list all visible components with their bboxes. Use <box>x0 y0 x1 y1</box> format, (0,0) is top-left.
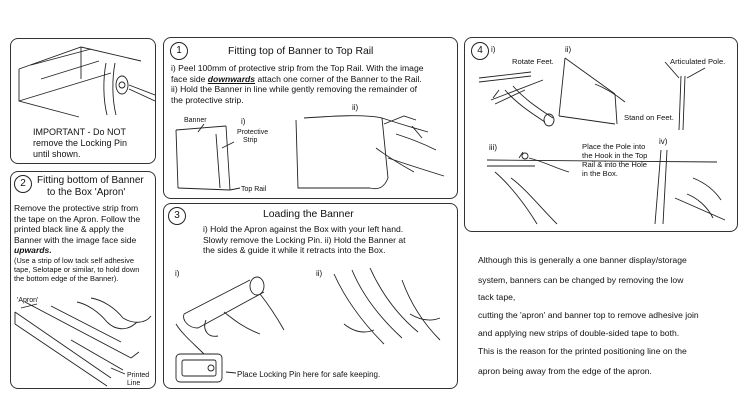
note-line-3: tack tape, <box>478 292 516 302</box>
step-3-line-2: Slowly remove the Locking Pin. ii) Hold … <box>203 234 406 245</box>
label-rotate-feet: Rotate Feet. <box>512 57 554 66</box>
step-1-line-1: i) Peel 100mm of protective strip from t… <box>171 63 424 73</box>
step-2-line-3: printed black line & apply the <box>14 224 124 234</box>
step-2-small-1: (Use a strip of low tack self adhesive <box>14 256 134 265</box>
note-line-5: and applying new strips of double-sided … <box>478 328 680 338</box>
important-line-1: IMPORTANT - Do NOT <box>33 127 127 137</box>
step-1-line-4: the protective strip. <box>171 94 244 105</box>
label-place-2: the Hook in the Top <box>582 151 648 160</box>
label-step-1-i: i) <box>241 117 246 126</box>
panel-step-4: 4 i) Rotate Feet. ii) Articulated Pole. … <box>464 37 738 232</box>
label-protective: Protective <box>237 129 269 136</box>
step-3-title: Loading the Banner <box>263 209 354 220</box>
label-top-rail: Top Rail <box>241 186 267 193</box>
label-apron: 'Apron' <box>17 297 39 304</box>
step-number-2: 2 <box>14 175 32 193</box>
note-line-4: cutting the 'apron' and banner top to re… <box>478 310 699 320</box>
label-step-4-iv: iv) <box>659 137 668 146</box>
step-1-line-3: ii) Hold the Banner in line while gently… <box>171 84 418 94</box>
step-2-emphasis: upwards. <box>14 245 52 255</box>
important-line-3: until shown. <box>33 149 81 159</box>
important-line-2: remove the Locking Pin <box>33 138 128 148</box>
label-place-4: in the Box. <box>582 169 618 178</box>
step-1-line-2: face side downwards attach one corner of… <box>171 73 422 84</box>
label-step-3-ii: ii) <box>316 269 323 278</box>
label-stand-on-feet: Stand on Feet. <box>624 113 674 122</box>
note-line-6: This is the reason for the printed posit… <box>478 346 687 356</box>
step-number-3: 3 <box>168 207 186 225</box>
label-printed: Printed <box>127 372 150 379</box>
label-articulated-pole: Articulated Pole. <box>670 57 726 66</box>
note-line-7: apron being away from the edge of the ap… <box>478 366 652 376</box>
banner-box-illustration <box>18 46 155 118</box>
step-2-line-2: the tape on the Apron. Follow the <box>14 213 141 224</box>
label-strip: Strip <box>243 137 258 144</box>
label-line: Line <box>127 380 141 387</box>
label-step-4-iii: iii) <box>489 143 497 152</box>
step-2-line-4: Banner with the image face side <box>14 234 137 245</box>
label-step-4-i: i) <box>491 45 496 54</box>
step-3-line-3: the sides & guide it while it retracts i… <box>203 245 386 255</box>
label-step-1-ii: ii) <box>352 103 359 112</box>
step-3-illustration <box>175 267 441 383</box>
step-2-title-line-2: to the Box 'Apron' <box>47 187 126 198</box>
label-place-3: Rail & into the Hole <box>582 160 648 169</box>
step-2-line-1: Remove the protective strip from <box>14 203 139 213</box>
label-place-1: Place the Pole into <box>582 142 646 151</box>
label-step-3-i: i) <box>175 269 180 278</box>
step-1-title: Fitting top of Banner to Top Rail <box>228 46 374 57</box>
note-line-1: Although this is generally a one banner … <box>478 255 687 265</box>
step-2-title-line-1: Fitting bottom of Banner <box>37 175 144 186</box>
step-2-illustration <box>14 297 152 387</box>
label-locking-pin: Place Locking Pin here for safe keeping. <box>237 370 381 379</box>
panel-step-3: 3 Loading the Banner i) Hold the Apron a… <box>163 203 458 389</box>
label-banner: Banner <box>184 117 207 124</box>
panel-step-1: 1 Fitting top of Banner to Top Rail i) P… <box>163 37 458 199</box>
step-3-line-1: i) Hold the Apron against the Box with y… <box>203 224 404 234</box>
note-line-2: system, banners can be changed by removi… <box>478 275 684 285</box>
step-number-1: 1 <box>170 42 188 60</box>
panel-step-2: 2 Fitting bottom of Banner to the Box 'A… <box>10 171 156 389</box>
step-1-illustration <box>175 115 445 191</box>
step-number-4: 4 <box>471 42 489 60</box>
step-2-small-3: the bottom edge of the Banner). <box>14 274 119 283</box>
step-2-small-2: tape, Selotape or similar, to hold down <box>14 265 140 274</box>
label-step-4-ii: ii) <box>565 45 572 54</box>
step-4-illustration <box>478 57 726 225</box>
panel-important: IMPORTANT - Do NOT remove the Locking Pi… <box>10 38 156 164</box>
